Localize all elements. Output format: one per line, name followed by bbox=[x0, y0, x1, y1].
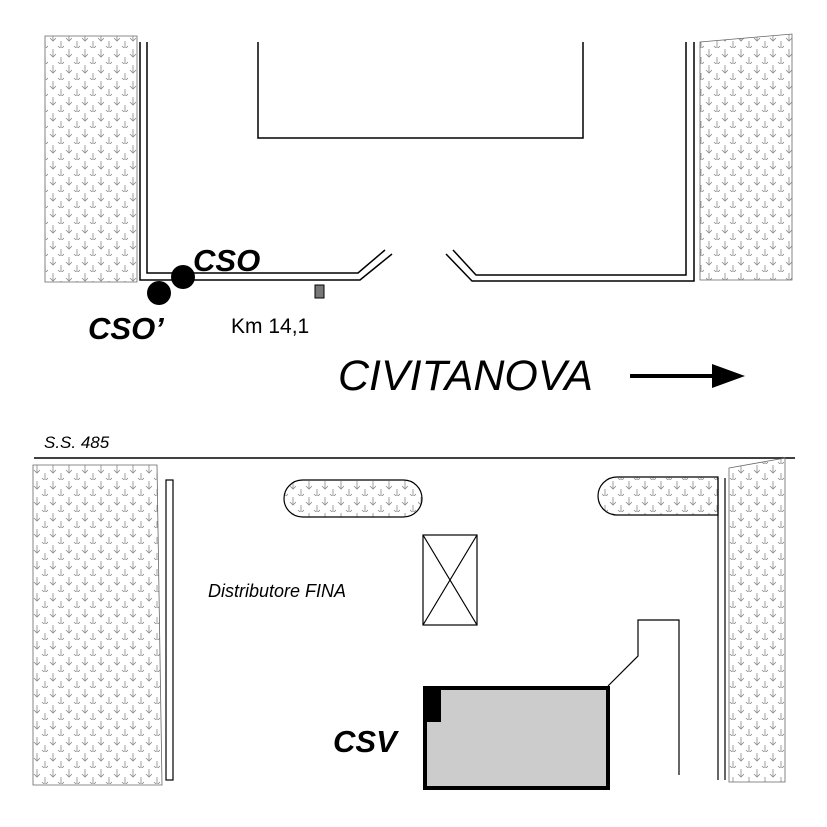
csv-sensor bbox=[427, 690, 441, 722]
cso-point bbox=[171, 265, 195, 289]
station-label: Distributore FINA bbox=[208, 581, 346, 601]
km-label: Km 14,1 bbox=[231, 315, 309, 338]
boundary-wall-left bbox=[139, 42, 393, 281]
vegetation-area-top-left bbox=[44, 35, 138, 283]
csv-building bbox=[423, 686, 610, 790]
wall-right bbox=[717, 478, 726, 780]
csv-label: CSV bbox=[333, 724, 399, 759]
cso-prime-point bbox=[147, 281, 171, 305]
flower-bed-right bbox=[597, 476, 719, 516]
boundary-wall-right bbox=[445, 42, 695, 282]
fuel-pump-box bbox=[422, 534, 478, 626]
cso-label: CSO bbox=[193, 243, 260, 278]
flower-bed-center bbox=[283, 479, 423, 518]
canopy-outline bbox=[607, 619, 680, 775]
wall-post-left bbox=[165, 479, 174, 781]
direction-label: CIVITANOVA bbox=[338, 352, 593, 400]
cso-prime-label: CSO’ bbox=[88, 311, 164, 346]
road-label: S.S. 485 bbox=[44, 433, 110, 452]
km-marker bbox=[314, 284, 325, 299]
vegetation-area-top-right bbox=[699, 33, 793, 281]
vegetation-area-bottom-left bbox=[32, 464, 163, 786]
arrow-right-icon bbox=[630, 364, 745, 388]
vegetation-area-bottom-right bbox=[728, 457, 786, 783]
building-outline-top bbox=[257, 42, 584, 139]
